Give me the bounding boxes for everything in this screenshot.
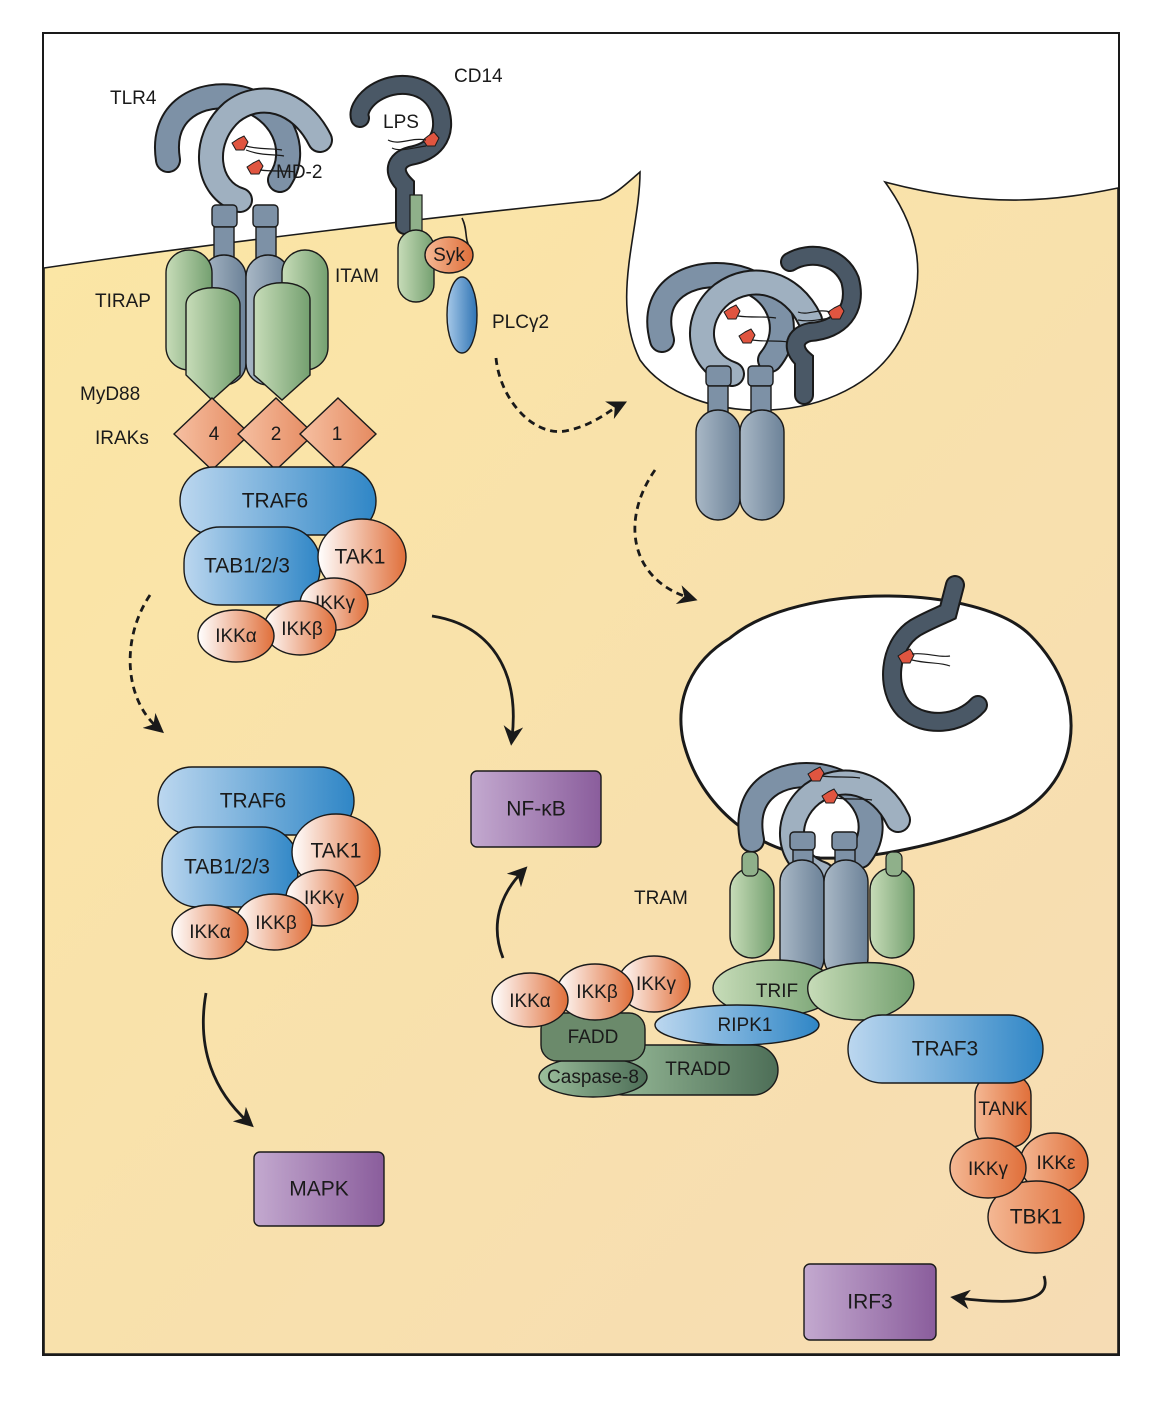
- ripk1-fadd-complex: RIPK1 TRADD Caspase-8 FADD IKKγ IKKβ IKK…: [491, 955, 820, 1098]
- ikk-alpha-label: IKKα: [189, 922, 231, 943]
- tbk1: [987, 1180, 1085, 1254]
- fadd-label: FADD: [568, 1027, 619, 1048]
- caspase-8-label: Caspase-8: [547, 1067, 639, 1088]
- traf3: [847, 1014, 1044, 1084]
- ikk-gamma-label: IKKγ: [636, 974, 677, 995]
- plcg2: [446, 276, 478, 354]
- traf6-complex-membrane: TRAF6 TAB1/2/3 TAK1 IKKγ IKKβ IKKα: [179, 466, 407, 663]
- mapk-label: MAPK: [289, 1178, 349, 1201]
- lps-molecule: [723, 304, 741, 320]
- lps-molecule: [897, 648, 915, 664]
- cd14-label: CD14: [454, 66, 503, 87]
- arrow-to-endosome: [633, 469, 698, 604]
- traf3-tbk1-complex: TANK TRAF3 IKKε TBK1 IKKγ: [847, 1014, 1089, 1254]
- tab123-label: TAB1/2/3: [204, 555, 290, 578]
- tram: [729, 867, 775, 959]
- tank-label: TANK: [978, 1099, 1028, 1120]
- irf3-box: [803, 1263, 937, 1341]
- tirap-label: TIRAP: [95, 291, 151, 312]
- tradd-label: TRADD: [665, 1059, 730, 1080]
- arrow-ripk1-to-nfkb: [495, 866, 528, 959]
- labels: TLR4 CD14 LPS MD-2 ITAM PLCγ2 TIRAP MyD8…: [80, 66, 688, 909]
- traf3-label: TRAF3: [912, 1038, 979, 1061]
- endosomal-tlr4: TRIF: [712, 575, 988, 1021]
- ikk-beta-label: IKKβ: [255, 913, 297, 934]
- irak-complex: 4 2 1: [172, 397, 378, 471]
- arrow-to-nfkb: [431, 614, 524, 746]
- iraks-label: IRAKs: [95, 428, 149, 449]
- ikk-epsilon-label: IKKε: [1036, 1153, 1076, 1174]
- arrow-to-mapk: [201, 992, 254, 1128]
- nfkb-label: NF-κB: [506, 798, 566, 821]
- effectors: NF-κB MAPK IRF3: [253, 770, 937, 1341]
- tlr4-stalk: [252, 204, 279, 228]
- arrow-to-irf3: [950, 1275, 1047, 1310]
- ikk-alpha-label: IKKα: [215, 626, 257, 647]
- ikk-gamma: [949, 1137, 1027, 1199]
- myd88-label: MyD88: [80, 384, 140, 405]
- traf6-complex-cytosolic: TRAF6 TAB1/2/3 TAK1 IKKγ IKKβ IKKα: [157, 766, 381, 960]
- cd14-itam-complex: Syk: [349, 74, 478, 354]
- traf6-label: TRAF6: [242, 490, 309, 513]
- tlr4-label: TLR4: [110, 88, 157, 109]
- trif: [807, 961, 915, 1021]
- itam: [397, 229, 435, 303]
- md2-label: MD-2: [276, 162, 322, 183]
- lps-molecule: [231, 135, 249, 151]
- internalizing-tlr4: [646, 245, 862, 521]
- tbk1-label: TBK1: [1010, 1206, 1063, 1229]
- ikk-alpha: [491, 972, 569, 1028]
- lps-molecule: [246, 159, 264, 175]
- tram: [869, 867, 915, 959]
- arrows: [128, 357, 1047, 1310]
- syk: [424, 236, 474, 274]
- ikk-beta-label: IKKβ: [576, 982, 618, 1003]
- ikk-beta-label: IKKβ: [281, 619, 323, 640]
- lps-label: LPS: [383, 112, 419, 133]
- irak-1-label: 1: [332, 424, 343, 445]
- tak1-label: TAK1: [311, 840, 362, 863]
- lps-molecule: [807, 766, 825, 782]
- traf6-label: TRAF6: [220, 790, 287, 813]
- syk-label: Syk: [433, 245, 465, 266]
- irak-4-label: 4: [209, 424, 220, 445]
- lps-molecule: [738, 328, 756, 344]
- tab123-label: TAB1/2/3: [184, 856, 270, 879]
- nfkb-box: [470, 770, 602, 848]
- ikk-gamma-label: IKKγ: [968, 1159, 1009, 1180]
- ikk-alpha: [171, 904, 249, 960]
- tram-label: TRAM: [634, 888, 688, 909]
- myd88: [185, 287, 241, 401]
- arrow-traf6-release: [128, 594, 164, 734]
- ripk1-label: RIPK1: [718, 1015, 773, 1036]
- itam-label: ITAM: [335, 266, 379, 287]
- myd88: [253, 282, 311, 401]
- lps-molecule: [821, 788, 839, 804]
- ikk-alpha: [197, 609, 275, 663]
- mapk-box: [253, 1151, 385, 1227]
- tirap-myd88-adaptors: [165, 249, 329, 401]
- irak-2-label: 2: [271, 424, 282, 445]
- ikk-alpha-label: IKKα: [509, 991, 551, 1012]
- plcg2-label: PLCγ2: [492, 312, 549, 333]
- tak1-label: TAK1: [335, 546, 386, 569]
- irf3-label: IRF3: [847, 1291, 893, 1314]
- tlr4-stalk: [211, 204, 238, 228]
- trif-label: TRIF: [756, 981, 798, 1002]
- ikk-gamma-label: IKKγ: [304, 888, 345, 909]
